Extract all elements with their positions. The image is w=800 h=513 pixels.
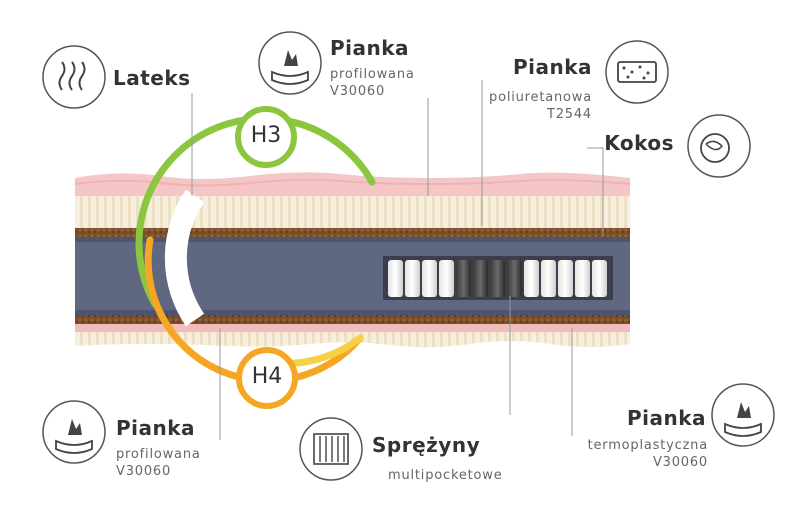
pianka-profilowana-top-line2: V30060 [330,84,386,99]
pianka-poliuretanowa-line1: poliuretanowa [489,90,592,105]
foam-block-icon [605,40,669,104]
pianka-profilowana-bottom-line2: V30060 [116,464,172,479]
pianka-profilowana-top-line1: profilowana [330,67,415,82]
hand-pressing-foam-icon [258,31,322,95]
hand-pressing-foam-icon [42,400,106,464]
sprezyny-title: Sprężyny [372,433,481,457]
h4-label: H4 [251,364,283,389]
pianka-termoplastyczna-line2: V30060 [652,455,708,470]
sprezyny-line1: multipocketowe [388,468,503,483]
coconut-icon [687,114,751,178]
mattress-cross-section [74,172,631,348]
hand-pressing-foam-icon [711,383,775,447]
h4-arc [144,236,364,385]
kokos-title: Kokos [604,131,674,155]
pianka-poliuretanowa-title: Pianka [512,55,592,79]
profiled-foam-layer-top [75,196,630,228]
pocket-springs [388,260,607,297]
pocket-springs-icon [299,417,363,481]
pianka-termoplastyczna-line1: termoplastyczna [587,438,708,453]
coir-layer-bottom [75,315,630,324]
coir-layer-top [75,228,630,237]
pianka-termoplastyczna-title: Pianka [626,406,706,430]
leader-lines [191,80,604,440]
wavy-lines-icon [42,45,106,109]
latex-layer-top [75,172,630,198]
pianka-profilowana-bottom-title: Pianka [116,416,196,440]
h3-badge [235,106,297,168]
h3-label: H3 [250,123,282,148]
h4-badge [236,347,298,409]
hardness-rings [135,106,376,409]
h3-arc [135,115,376,308]
lateks-title: Lateks [113,66,191,90]
pianka-poliuretanowa-line2: T2544 [546,107,592,122]
pianka-profilowana-bottom-line1: profilowana [116,447,201,462]
thermo-foam-layer [75,324,630,332]
pianka-profilowana-top-title: Pianka [330,36,410,60]
